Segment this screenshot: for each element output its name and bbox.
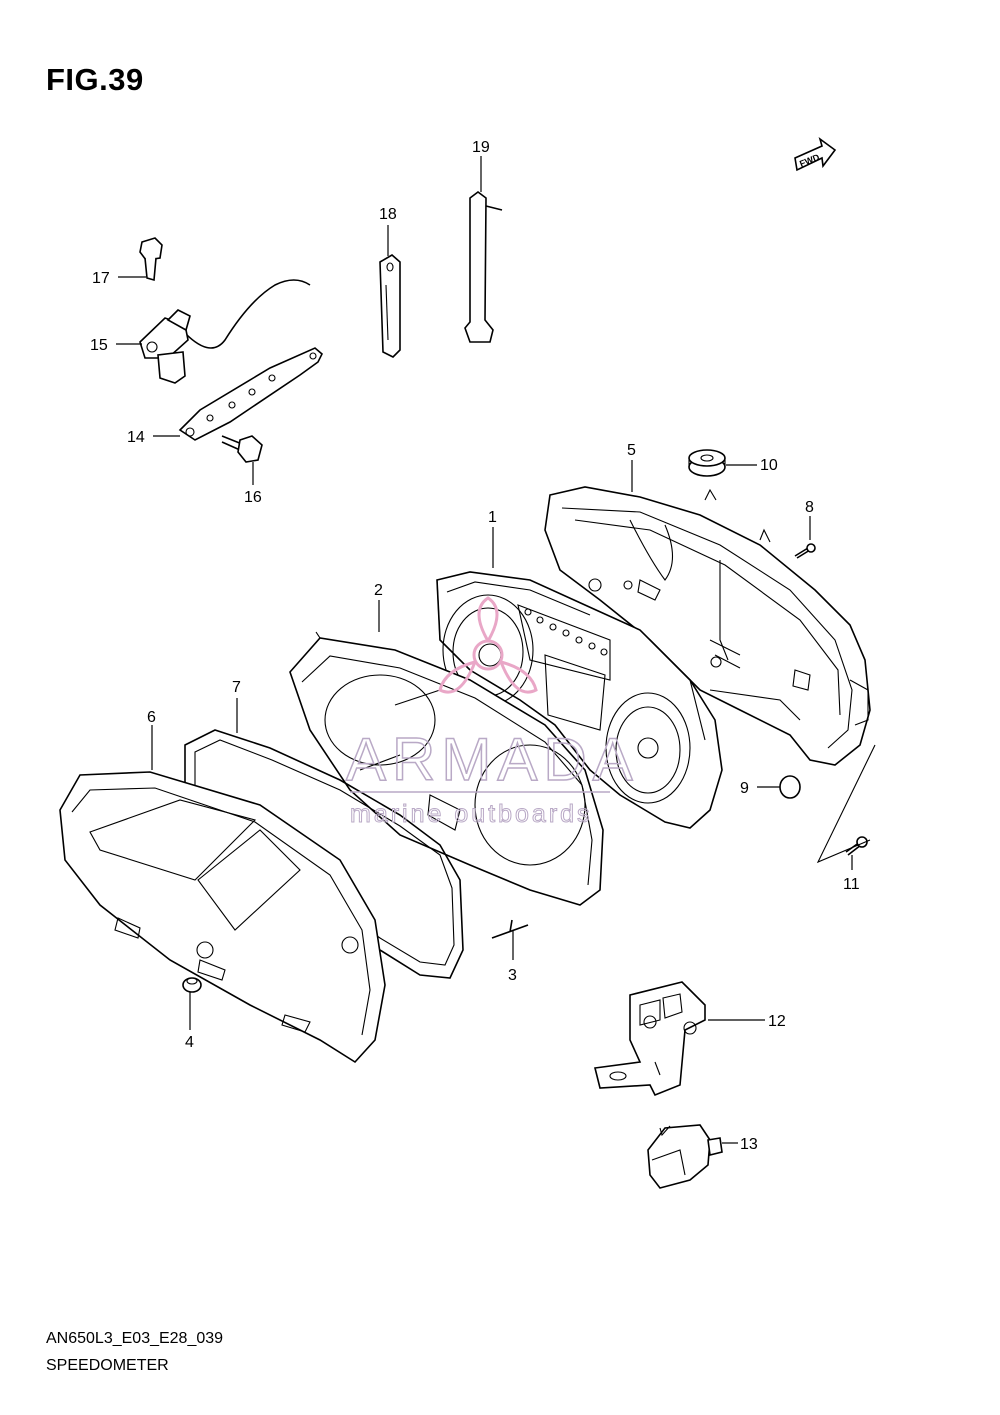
- part-12-bracket[interactable]: [594, 981, 706, 1097]
- part-9-cap[interactable]: [779, 775, 801, 799]
- part-1-meter-unit[interactable]: [436, 571, 723, 829]
- part-6-lens-cover[interactable]: [59, 771, 386, 1064]
- part-number-13: 13: [740, 1136, 758, 1153]
- watermark-brand: ARMADA: [346, 726, 639, 793]
- fwd-arrow-icon: FWD: [794, 136, 837, 172]
- part-4-grommet[interactable]: [182, 977, 202, 993]
- part-8-screw[interactable]: [794, 543, 816, 559]
- part-15-sensor[interactable]: [139, 279, 311, 384]
- part-16-bolt[interactable]: [221, 435, 263, 463]
- part-18-strap[interactable]: [379, 254, 401, 358]
- assembly-guide-line: [816, 744, 876, 864]
- figure-title: FIG.39: [46, 62, 144, 97]
- part-10-grommet[interactable]: [688, 449, 726, 477]
- part-number-12: 12: [768, 1013, 786, 1030]
- part-number-10: 10: [760, 457, 778, 474]
- part-number-15: 15: [90, 337, 108, 354]
- part-number-18: 18: [379, 206, 397, 223]
- figure-code: AN650L3_E03_E28_039: [46, 1330, 224, 1347]
- watermark-sub: marine outboards: [350, 800, 593, 828]
- watermark-logo-icon: [438, 596, 538, 694]
- part-number-14: 14: [127, 429, 145, 446]
- part-13-sensor[interactable]: [647, 1124, 723, 1189]
- part-number-1: 1: [488, 509, 497, 526]
- part-number-11: 11: [843, 876, 860, 893]
- part-3-pin[interactable]: [491, 919, 529, 939]
- part-number-6: 6: [147, 709, 156, 726]
- part-number-19: 19: [472, 139, 490, 156]
- part-5-rear-case[interactable]: [544, 486, 871, 766]
- part-number-9: 9: [740, 780, 749, 797]
- part-number-16: 16: [244, 489, 262, 506]
- part-number-5: 5: [627, 442, 636, 459]
- part-number-4: 4: [185, 1034, 194, 1051]
- part-number-8: 8: [805, 499, 814, 516]
- part-number-3: 3: [508, 967, 517, 984]
- leader-lines: [116, 156, 853, 1144]
- part-number-2: 2: [374, 582, 383, 599]
- part-number-17: 17: [92, 270, 110, 287]
- figure-name: SPEEDOMETER: [46, 1357, 169, 1374]
- part-number-labels: 1 2 3 4 5 6 7 8 9 10 11 12 13 14 15 16 1…: [90, 139, 860, 1153]
- part-2-mask[interactable]: [289, 631, 604, 906]
- part-number-7: 7: [232, 679, 241, 696]
- part-14-plate[interactable]: [178, 347, 323, 441]
- part-19-rod[interactable]: [464, 191, 503, 343]
- part-17-bolt[interactable]: [139, 237, 163, 282]
- watermark: ARMADA marine outboards: [345, 596, 639, 829]
